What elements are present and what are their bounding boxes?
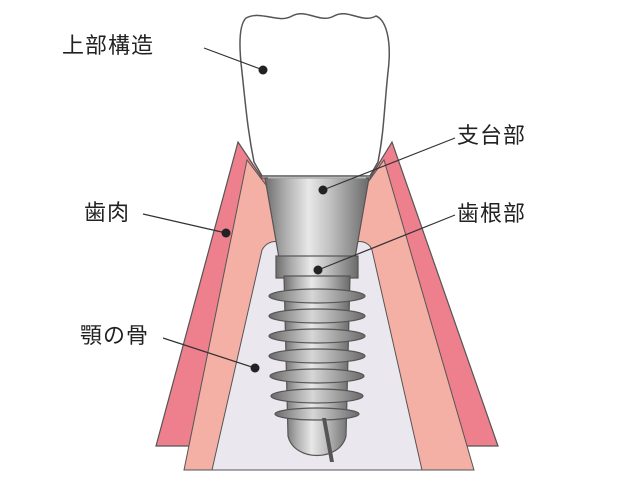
crown xyxy=(239,13,390,177)
leader-lines xyxy=(142,47,456,369)
abutment xyxy=(264,177,370,259)
label-gum: 歯肉 xyxy=(84,201,131,226)
label-crown: 上部構造 xyxy=(62,34,155,59)
label-abutment: 支台部 xyxy=(457,124,527,149)
leader-dots xyxy=(221,65,328,373)
implant-threads xyxy=(268,288,366,421)
label-jawbone: 顎の骨 xyxy=(80,324,150,349)
label-implant-root: 歯根部 xyxy=(457,202,527,227)
